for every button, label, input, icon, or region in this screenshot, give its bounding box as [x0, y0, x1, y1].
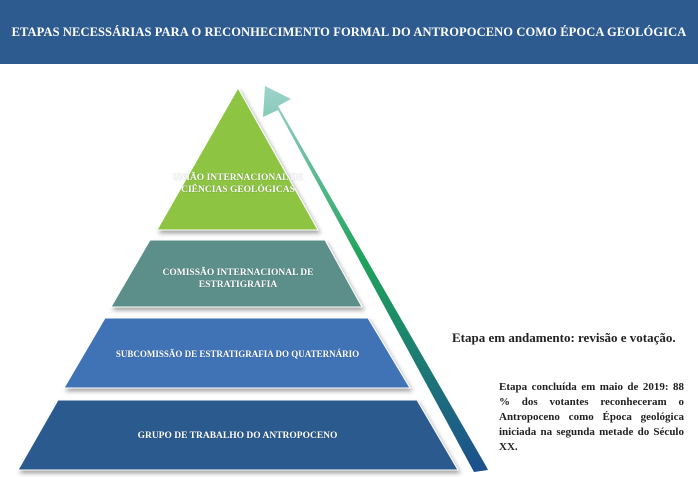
pyramid-level-4	[17, 399, 459, 471]
diagram-title: ETAPAS NECESSÁRIAS PARA O RECONHECIMENTO…	[11, 24, 687, 39]
pyramid-diagram	[17, 86, 488, 472]
pyramid-level-1	[156, 86, 319, 231]
pyramid-level-3	[63, 317, 411, 389]
completed-note: Etapa concluída em maio de 2019: 88 % do…	[499, 381, 684, 453]
title-banner: ETAPAS NECESSÁRIAS PARA O RECONHECIMENTO…	[0, 0, 698, 64]
pyramid-level-2	[110, 239, 363, 308]
in-progress-note: Etapa em andamento: revisão e votação.	[452, 330, 676, 345]
progress-arrow	[263, 86, 488, 472]
level-1-label: UNIÃO INTERNACIONAL DE CIÊNCIAS GEOLÓGIC…	[172, 173, 304, 195]
level-2-label: COMISSÃO INTERNACIONAL DE ESTRATIGRAFIA	[162, 268, 314, 290]
level-3-label: SUBCOMISSÃO DE ESTRATIGRAFIA DO QUATERNÁ…	[115, 349, 360, 359]
level-4-label: GRUPO DE TRABALHO DO ANTROPOCENO	[137, 431, 338, 441]
